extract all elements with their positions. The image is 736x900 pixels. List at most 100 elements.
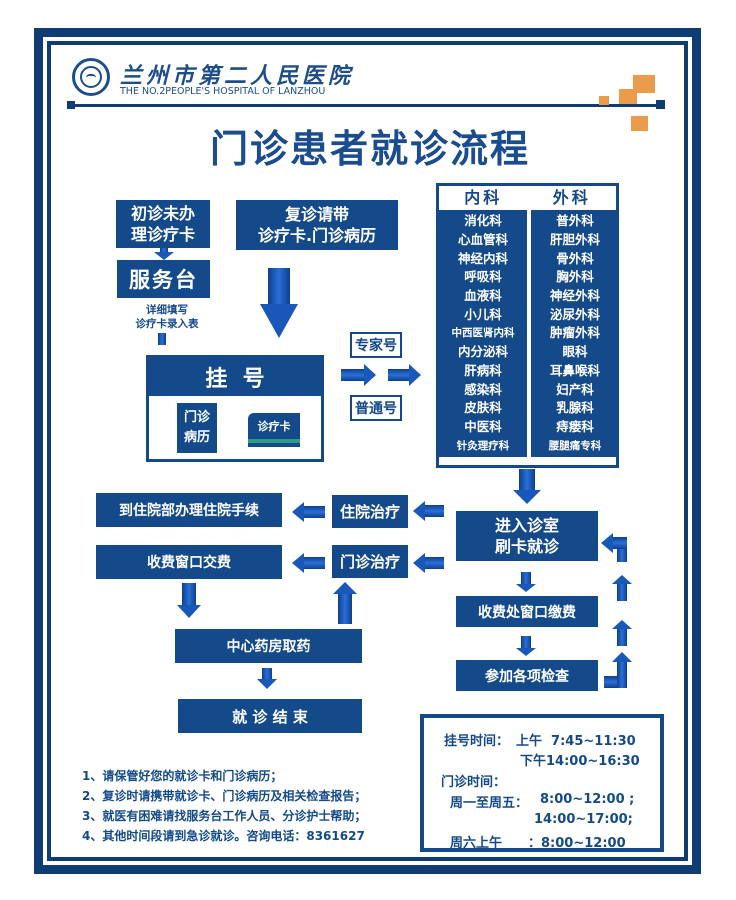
registration-title: 挂 号 bbox=[149, 358, 321, 396]
hospital-emblem-icon bbox=[72, 58, 110, 96]
service-desk-box: 服务台 bbox=[117, 260, 210, 298]
arrow-down-icon bbox=[262, 668, 272, 680]
internal-medicine-list: 消化科 心血管科 神经内科 呼吸科 血液科 小儿科 中西医肾内科 内分泌科 肝病… bbox=[439, 210, 527, 457]
enter-clinic-box: 进入诊室 刷卡就诊 bbox=[456, 511, 598, 561]
dept-item: 痔瘘科 bbox=[556, 418, 594, 434]
outpatient-treatment-box: 门诊治疗 bbox=[332, 545, 408, 578]
dept-item: 普外科 bbox=[556, 213, 594, 229]
arrow-left-icon bbox=[601, 533, 613, 553]
dept-item: 神经外科 bbox=[549, 288, 600, 304]
arrow-up-icon bbox=[333, 582, 357, 594]
dept-item: 胸外科 bbox=[556, 269, 594, 285]
loop-arrow-icon bbox=[617, 540, 627, 562]
arrow-down-icon bbox=[158, 333, 166, 345]
arrow-up-icon bbox=[612, 620, 632, 629]
arrow-down-icon bbox=[154, 252, 174, 260]
saturday-hours: ：8:00~12:00 bbox=[528, 836, 626, 851]
arrow-up-icon bbox=[617, 628, 627, 646]
arrow-left-icon bbox=[424, 505, 444, 517]
general-number-label: 普通号 bbox=[350, 395, 402, 421]
arrow-down-icon bbox=[513, 490, 541, 504]
dept-item: 肿瘤外科 bbox=[549, 325, 600, 341]
dept-item: 针灸理疗科 bbox=[456, 439, 510, 452]
inner-frame bbox=[47, 41, 688, 861]
weekday-am-hours: 8:00~12:00 ; bbox=[540, 792, 635, 807]
visit-end-box: 就 诊 结 束 bbox=[178, 699, 362, 733]
arrow-down-icon bbox=[268, 268, 290, 304]
dept-item: 内分泌科 bbox=[457, 344, 508, 360]
dept-item: 消化科 bbox=[464, 213, 502, 229]
inpatient-treatment-box: 住院治疗 bbox=[332, 495, 408, 528]
page-title: 门诊患者就诊流程 bbox=[209, 127, 530, 171]
note-item: 2、复诊时请携带就诊卡、门诊病历及相关检查报告； bbox=[82, 789, 367, 803]
arrow-right-icon bbox=[364, 364, 376, 386]
header-rule bbox=[72, 104, 662, 107]
registration-hours-pm: 下午14:00~16:30 bbox=[520, 754, 640, 769]
decor-square bbox=[631, 116, 648, 131]
pay-fees-window-box: 收费处窗口缴费 bbox=[456, 596, 598, 627]
examinations-box: 参加各项检查 bbox=[456, 660, 598, 691]
pharmacy-box: 中心药房取药 bbox=[175, 629, 362, 663]
arrow-left-icon bbox=[292, 553, 304, 573]
dept-item: 肝病科 bbox=[464, 362, 502, 378]
dept-item: 感染科 bbox=[464, 381, 502, 397]
registration-hours-am: 上午 7:45~11:30 bbox=[516, 734, 636, 749]
treatment-card-icon: 诊疗卡 bbox=[248, 413, 300, 447]
clinic-hours-label: 门诊时间： bbox=[441, 775, 507, 790]
arrow-down-icon bbox=[516, 648, 536, 656]
arrow-down-icon bbox=[160, 248, 168, 254]
arrow-up-icon bbox=[612, 652, 632, 662]
surgery-header: 外科 bbox=[552, 188, 591, 207]
arrow-up-icon bbox=[617, 583, 627, 601]
dept-item: 骨外科 bbox=[556, 250, 594, 266]
decor-square bbox=[633, 75, 655, 93]
arrow-left-icon bbox=[424, 557, 444, 569]
weekday-label: 周一至周五： bbox=[450, 796, 529, 811]
arrow-down-icon bbox=[260, 304, 298, 338]
dept-item: 眼科 bbox=[562, 344, 588, 360]
header-rule-right-square bbox=[656, 100, 665, 109]
cashier-payment-box: 收费窗口交费 bbox=[96, 545, 282, 579]
outer-frame bbox=[34, 28, 701, 874]
arrow-left-icon bbox=[413, 501, 425, 521]
registration-hours-label: 挂号时间： bbox=[444, 734, 510, 749]
dept-item: 耳鼻喉科 bbox=[549, 362, 600, 378]
service-desk-note: 详细填写 诊疗卡录入表 bbox=[135, 304, 199, 330]
internal-medicine-header: 内科 bbox=[464, 188, 503, 207]
decor-square bbox=[619, 89, 637, 104]
hospital-name-cn: 兰州市第二人民医院 bbox=[120, 63, 355, 89]
first-visit-box: 初诊未办 理诊疗卡 bbox=[116, 200, 210, 248]
medical-record-icon: 门诊 病历 bbox=[177, 403, 217, 453]
loop-arrow-icon bbox=[617, 660, 627, 688]
dept-item: 血液科 bbox=[464, 288, 502, 304]
dept-item: 肝胆外科 bbox=[549, 232, 600, 248]
arrow-left-icon bbox=[413, 553, 425, 573]
dept-item: 妇产科 bbox=[556, 381, 594, 397]
arrow-down-icon bbox=[521, 572, 531, 584]
arrow-right-icon bbox=[341, 369, 365, 381]
hospital-name-en: THE NO.2PEOPLE'S HOSPITAL OF LANZHOU bbox=[120, 86, 326, 97]
notes-list: 1、请保管好您的就诊卡和门诊病历； 2、复诊时请携带就诊卡、门诊病历及相关检查报… bbox=[82, 766, 366, 846]
arrow-down-icon bbox=[519, 469, 535, 491]
arrow-up-icon bbox=[612, 575, 632, 584]
surgery-list: 普外科 肝胆外科 骨外科 胸外科 神经外科 泌尿外科 肿瘤外科 眼科 耳鼻喉科 … bbox=[531, 210, 619, 457]
inpatient-admission-box: 到住院部办理住院手续 bbox=[96, 493, 282, 527]
expert-number-label: 专家号 bbox=[350, 332, 402, 358]
dept-item: 小儿科 bbox=[464, 306, 502, 322]
dept-item: 中西医肾内科 bbox=[451, 327, 515, 340]
arrow-down-icon bbox=[182, 583, 196, 607]
arrow-right-icon bbox=[388, 369, 410, 381]
dept-item: 腰腿痛专科 bbox=[548, 439, 602, 452]
note-item: 3、就医有困难请找服务台工作人员、分诊护士帮助； bbox=[82, 809, 367, 823]
arrow-left-icon bbox=[292, 502, 304, 522]
arrow-left-icon bbox=[303, 557, 325, 569]
departments-panel: 内科 外科 消化科 心血管科 神经内科 呼吸科 血液科 小儿科 中西医肾内科 内… bbox=[436, 183, 619, 468]
decor-square bbox=[599, 96, 609, 105]
note-item: 1、请保管好您的就诊卡和门诊病历； bbox=[82, 769, 283, 783]
dept-item: 中医科 bbox=[464, 418, 502, 434]
arrow-up-icon bbox=[338, 594, 352, 624]
dept-item: 神经内科 bbox=[457, 250, 508, 266]
arrow-down-icon bbox=[516, 584, 536, 592]
dept-item: 泌尿外科 bbox=[549, 306, 600, 322]
weekday-pm-hours: 14:00~17:00; bbox=[534, 812, 633, 827]
